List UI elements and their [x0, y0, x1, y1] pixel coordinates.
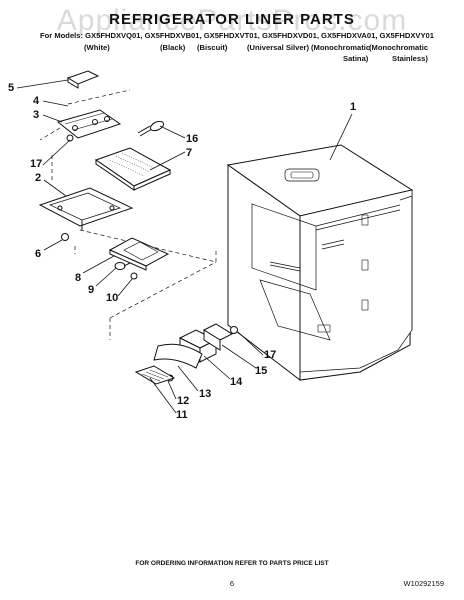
callout-12: 12: [177, 395, 190, 407]
callout-2: 2: [35, 172, 42, 184]
color-stainless: Stainless): [392, 54, 428, 63]
liner-part: [226, 144, 414, 382]
leader-lines: [16, 79, 353, 414]
part-6-screw: [61, 233, 69, 241]
part-8-control-housing: [108, 237, 170, 271]
part-15-motor: [202, 323, 234, 351]
part-2-housing: [38, 187, 134, 230]
page-title: REFRIGERATOR LINER PARTS: [109, 11, 355, 28]
part-11-grille: [134, 365, 176, 385]
part-5-clip: [66, 70, 100, 89]
callout-3: 3: [33, 109, 40, 121]
color-white: (White): [84, 43, 110, 52]
callout-15: 15: [255, 365, 268, 377]
ordering-info-footer: FOR ORDERING INFORMATION REFER TO PARTS …: [135, 560, 329, 567]
part-4-bracket: [56, 109, 122, 139]
callout-1: 1: [350, 101, 357, 113]
part-17-spacer: [66, 134, 238, 334]
assembly-lines: [39, 89, 217, 340]
part-10-screw: [130, 272, 138, 280]
callout-17b: 17: [264, 349, 277, 361]
callout-16: 16: [186, 133, 199, 145]
callout-11: 11: [176, 409, 188, 421]
models-line: For Models: GX5FHDXVQ01, GX5FHDXVB01, GX…: [40, 31, 435, 40]
document-number: W10292159: [403, 579, 444, 588]
color-monochromatic-stainless: (Monochromatic: [369, 43, 429, 52]
callout-4: 4: [33, 95, 40, 107]
color-satina: Satina): [343, 54, 369, 63]
part-12-housing: [153, 343, 203, 369]
callout-14: 14: [230, 376, 243, 388]
color-biscuit: (Biscuit): [197, 43, 228, 52]
callout-9: 9: [88, 284, 95, 296]
callout-17a: 17: [30, 158, 43, 170]
page-number: 6: [229, 579, 235, 588]
callout-13: 13: [199, 388, 212, 400]
callout-5: 5: [8, 82, 15, 94]
callout-10: 10: [106, 292, 119, 304]
callout-6: 6: [35, 248, 42, 260]
callout-7: 7: [186, 147, 193, 159]
color-monochromatic-satina: (Monochromatic: [311, 43, 371, 52]
color-black: (Black): [160, 43, 186, 52]
part-16-bulb: [137, 120, 165, 137]
part-7-cover: [94, 147, 172, 191]
color-universal-silver: (Universal Silver): [247, 43, 310, 52]
callout-8: 8: [75, 272, 82, 284]
part-9-knob: [114, 262, 131, 270]
